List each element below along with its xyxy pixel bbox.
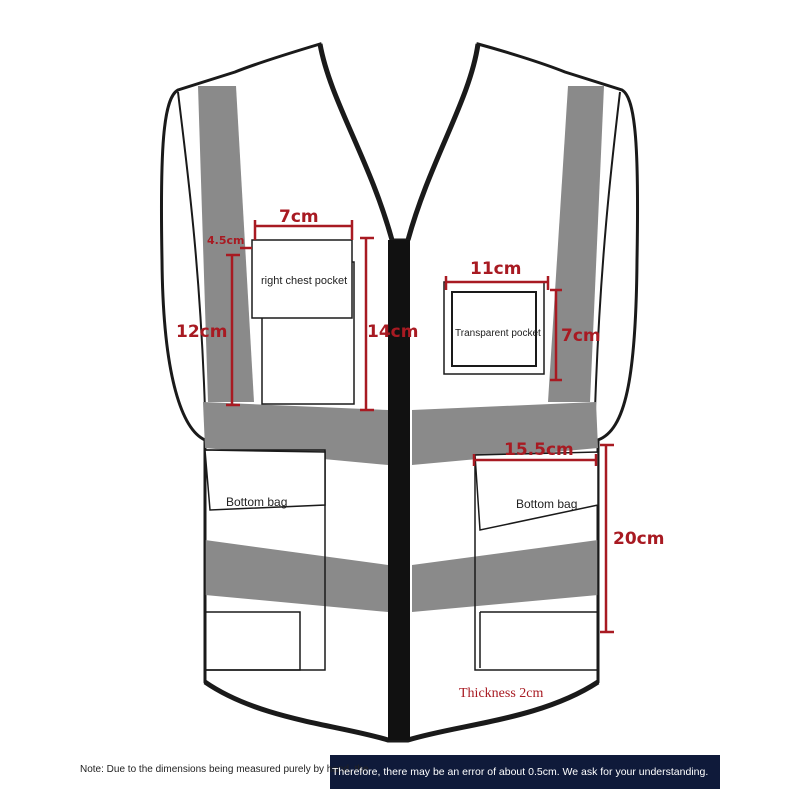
dim-bottom-bag-width: 15.5cm	[504, 440, 574, 460]
label-bottom-bag-right: Bottom bag	[516, 497, 577, 511]
dim-transparent-width: 11cm	[470, 259, 521, 279]
dim-chest-flap: 4.5cm	[207, 234, 244, 247]
note-background-right	[330, 755, 720, 789]
right-armhole	[594, 91, 621, 411]
note-background-left	[68, 755, 330, 789]
collar-edge	[317, 43, 481, 241]
left-bottom-bag-flap	[204, 449, 326, 511]
left-bottom-bag-lower	[205, 611, 301, 671]
right-bottom-bag-lower	[479, 611, 598, 668]
left-vertical-strip	[198, 86, 254, 402]
waist-strip-right	[412, 402, 598, 465]
dim-chest-inner-height: 14cm	[367, 322, 418, 342]
note-text-part2: Therefore, there may be an error of abou…	[332, 766, 709, 778]
label-thickness: Thickness 2cm	[459, 686, 543, 701]
lower-strip-right	[412, 540, 598, 612]
dim-chest-width: 7cm	[279, 207, 319, 227]
chest-pocket-flap	[251, 239, 353, 319]
dim-bottom-bag-height: 20cm	[613, 529, 664, 549]
dim-chest-outer-height: 12cm	[176, 322, 227, 342]
right-bottom-bag-flap	[474, 451, 599, 531]
right-vertical-strip	[548, 86, 604, 402]
label-right-chest-pocket: right chest pocket	[261, 275, 347, 287]
dim-transparent-height: 7cm	[561, 326, 601, 346]
transparent-pocket-window	[451, 291, 537, 367]
label-bottom-bag-left: Bottom bag	[226, 495, 287, 509]
zipper	[388, 240, 410, 740]
note-text-part1: Note: Due to the dimensions being measur…	[80, 764, 369, 775]
left-armhole	[177, 91, 206, 411]
label-transparent-pocket: Transparent pocket	[455, 328, 541, 339]
lower-strip-left	[205, 540, 388, 612]
